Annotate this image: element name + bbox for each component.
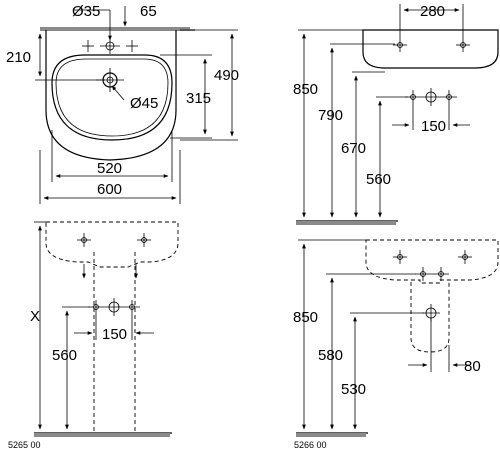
bowl-outline [51,54,173,141]
supply-fittings [405,88,457,106]
dim-tap-offset-label: 65 [140,3,157,20]
dim-pedestal-supply-spacing-label: 150 [102,326,127,343]
dim-semi-height-label: 850 [293,309,318,326]
floor-hatch [296,433,366,437]
basin-dashed-outline [45,221,179,268]
semi-pedestal-view: 80 850 580 530 5266 00 [293,239,499,450]
dim-x-label: X [30,308,40,325]
side-elevation-view: 280 150 850 790 670 560 [293,3,499,225]
fixing-hole-left [77,233,91,247]
supply-fittings [415,267,449,281]
dim-height-4-label: 560 [366,171,391,188]
product-code: 5265 00 [8,440,41,450]
dim-pedestal-supply-height-label: 560 [52,347,77,364]
dim-width-label: 600 [97,181,122,198]
dim-tap-hole-label: Ø35 [72,3,100,20]
tap-hole-right [126,40,138,52]
basin-front-outline [362,29,499,69]
tap-hole-left [82,40,94,52]
basin-dashed-outline [365,239,499,284]
fixing-hole-left [393,250,407,264]
product-code: 5266 00 [294,440,327,450]
fixing-hole-right [137,233,151,247]
pedestal-outline [93,252,136,432]
supply-fittings [88,298,140,316]
dim-fixing-spacing-label: 280 [420,3,445,20]
pedestal-view: 150 X 560 5265 00 [8,221,179,450]
dim-waste-label: Ø45 [130,95,158,112]
dim-semi-supply-height-label: 580 [318,347,343,364]
wall-hatch [40,27,190,31]
fixing-hole-left [393,38,407,52]
dim-back-hole-label: 210 [6,49,31,66]
dim-semi-waste-height-label: 530 [341,381,366,398]
bowl-inner [55,58,169,137]
dim-height-3-label: 670 [341,140,366,157]
dim-supply-spacing-label: 150 [421,118,446,135]
dim-waste-offset-label: 80 [464,358,481,375]
dim-height-label: 850 [293,81,318,98]
dim-depth-label: 490 [214,67,239,84]
plan-view: Ø35 65 210 490 315 Ø45 520 600 [6,3,239,204]
semi-pedestal-outline [410,282,450,353]
floor-hatch [296,221,396,225]
dim-height-2-label: 790 [318,107,343,124]
dim-bowl-width-label: 520 [97,160,122,177]
dim-bowl-depth-label: 315 [186,90,211,107]
floor-hatch [34,433,170,437]
fixing-hole-right [458,250,472,264]
fixing-hole-right [456,38,470,52]
tap-hole-center [100,38,120,54]
